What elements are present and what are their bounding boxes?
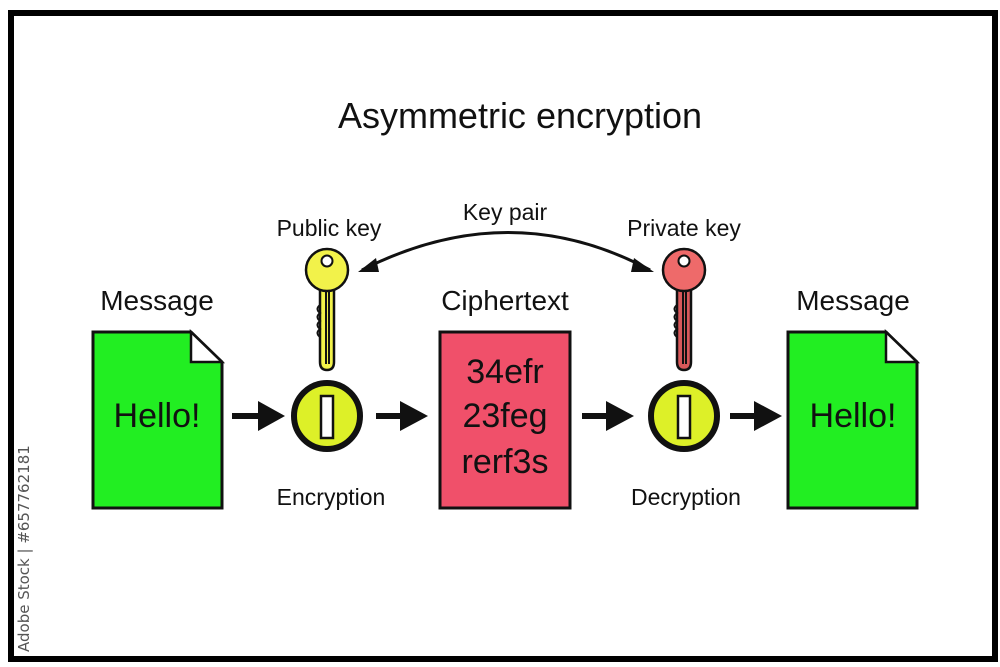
- key-pair-arrowhead-left: [358, 258, 379, 272]
- ciphertext-line-1: 34efr: [466, 353, 544, 391]
- private-key-label: Private key: [627, 215, 741, 241]
- decryption-label: Decryption: [631, 484, 741, 510]
- flow-arrow-2: [376, 401, 428, 431]
- flow-arrow-4: [730, 401, 782, 431]
- private-key-icon: [661, 247, 707, 372]
- decryption-lock-icon: [648, 380, 720, 452]
- key-pair-arrow: [361, 231, 651, 272]
- diagram-title: Asymmetric encryption: [338, 95, 702, 136]
- input-message-content: Hello!: [114, 397, 201, 435]
- ciphertext-line-2: 23feg: [462, 397, 547, 435]
- output-message-label: Message: [796, 285, 910, 316]
- input-message-label: Message: [100, 285, 214, 316]
- input-message-document-icon: [91, 329, 226, 510]
- encryption-label: Encryption: [277, 484, 386, 510]
- public-key-icon: [304, 247, 350, 372]
- ciphertext-line-3: rerf3s: [462, 443, 549, 481]
- watermark-text: Adobe Stock | #657762181: [15, 445, 33, 652]
- ciphertext-box: [438, 330, 572, 510]
- output-message-content: Hello!: [810, 397, 897, 435]
- key-pair-arrowhead-right: [631, 258, 654, 272]
- flow-arrow-3: [582, 401, 634, 431]
- output-message-document-icon: [786, 329, 921, 510]
- ciphertext-label: Ciphertext: [441, 285, 569, 316]
- public-key-label: Public key: [277, 215, 382, 241]
- key-pair-label: Key pair: [463, 199, 548, 225]
- flow-arrow-1: [232, 401, 285, 431]
- encryption-lock-icon: [291, 380, 363, 452]
